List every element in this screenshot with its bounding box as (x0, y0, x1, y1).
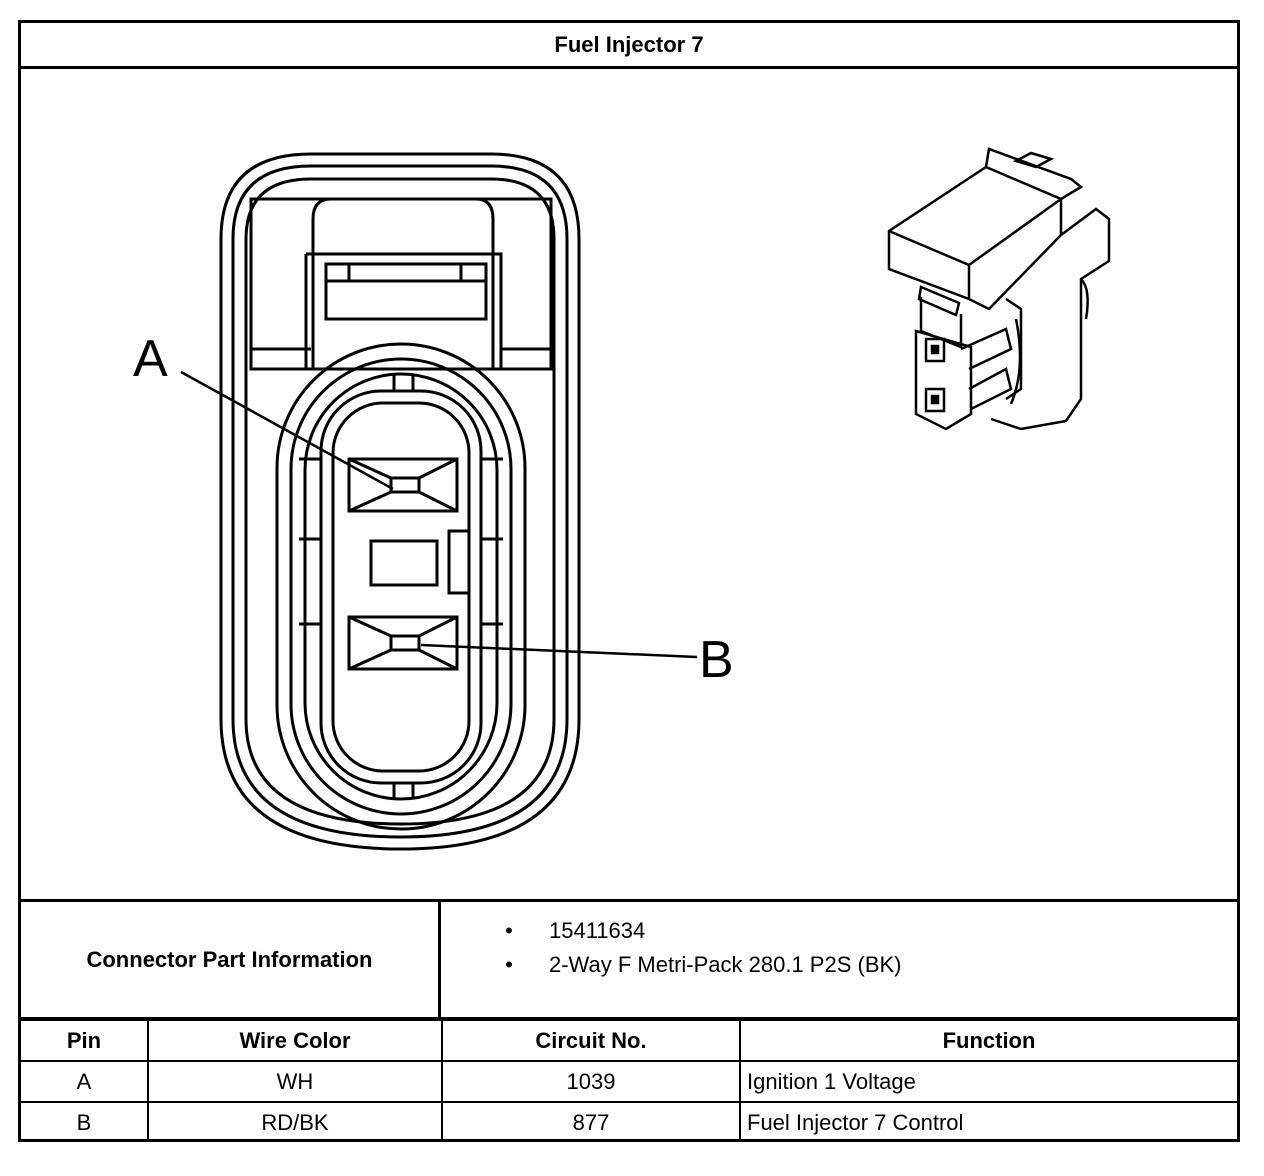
pin-b-leader-line (420, 643, 698, 659)
cell-circuit-no: 877 (441, 1101, 741, 1142)
connector-drawing-area: A B (21, 69, 1237, 899)
pin-a-leader-line (180, 370, 394, 491)
connector-part-info-list: • 15411634 • 2-Way F Metri-Pack 280.1 P2… (499, 914, 902, 982)
header-pin: Pin (21, 1019, 149, 1062)
header-function: Function (739, 1019, 1237, 1062)
diagram-frame: Fuel Injector 7 (18, 20, 1240, 1142)
cell-circuit-no: 1039 (441, 1060, 741, 1103)
connector-part-information: Connector Part Information • 15411634 • … (21, 899, 1237, 1019)
header-circuit-no: Circuit No. (441, 1019, 741, 1062)
part-number: 15411634 (549, 918, 646, 943)
pin-a-label: A (133, 330, 168, 388)
table-row: A WH 1039 Ignition 1 Voltage (21, 1060, 1237, 1103)
cell-pin: B (21, 1101, 149, 1142)
bullet-icon: • (505, 918, 513, 943)
part-info-item: • 15411634 (499, 914, 902, 948)
terminal-a (347, 457, 459, 513)
pin-table: Pin Wire Color Circuit No. Function A WH… (21, 1019, 1237, 1142)
connector-face-view: A B (133, 147, 1111, 851)
table-row: B RD/BK 877 Fuel Injector 7 Control (21, 1101, 1237, 1142)
header-wire-color: Wire Color (147, 1019, 443, 1062)
cell-function: Ignition 1 Voltage (739, 1060, 1237, 1103)
connector-isometric-view (887, 147, 1111, 431)
bullet-icon: • (505, 952, 513, 977)
diagram-title: Fuel Injector 7 (21, 23, 1237, 69)
connector-description: 2-Way F Metri-Pack 280.1 P2S (BK) (549, 952, 902, 977)
cell-wire-color: RD/BK (147, 1101, 443, 1142)
cell-function: Fuel Injector 7 Control (739, 1101, 1237, 1142)
terminal-b (347, 615, 459, 671)
seal-rings (275, 342, 527, 831)
pin-b-label: B (699, 631, 734, 689)
part-info-item: • 2-Way F Metri-Pack 280.1 P2S (BK) (499, 948, 902, 982)
cell-pin: A (21, 1060, 149, 1103)
cell-wire-color: WH (147, 1060, 443, 1103)
connector-key (369, 529, 471, 595)
pin-table-header-row: Pin Wire Color Circuit No. Function (21, 1019, 1237, 1062)
connector-housing-outline (219, 152, 581, 851)
connector-part-info-label: Connector Part Information (21, 902, 441, 1017)
